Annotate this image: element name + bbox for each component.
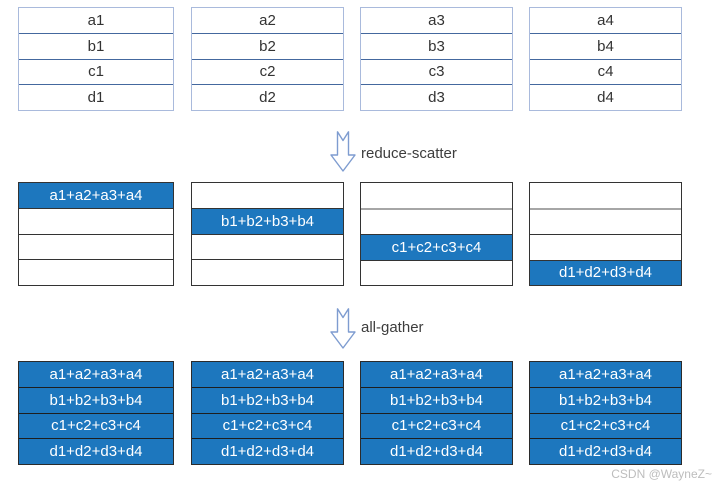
reduce-scatter-table-2: b1+b2+b3+b4 (191, 182, 344, 286)
empty-cell (19, 207, 173, 234)
sum-cell: a1+a2+a3+a4 (19, 362, 173, 387)
watermark: CSDN @WayneZ~ (611, 467, 712, 481)
sum-cell: c1+c2+c3+c4 (192, 412, 343, 439)
initial-table-3: a3 b3 c3 d3 (360, 7, 513, 111)
table-cell: a3 (428, 11, 445, 29)
table-cell: b4 (530, 32, 681, 59)
reduce-scatter-table-1: a1+a2+a3+a4 (18, 182, 174, 286)
sum-cell: b1+b2+b3+b4 (19, 386, 173, 413)
all-gather-table-4: a1+a2+a3+a4 b1+b2+b3+b4 c1+c2+c3+c4 d1+d… (529, 361, 682, 465)
table-cell: d1 (19, 84, 173, 110)
empty-cell (361, 183, 512, 208)
step-label-reduce-scatter: reduce-scatter (361, 145, 457, 162)
sum-cell: d1+d2+d3+d4 (19, 438, 173, 464)
table-cell: c3 (361, 58, 512, 85)
down-arrow-icon (330, 131, 356, 172)
sum-cell: a1+a2+a3+a4 (361, 362, 512, 387)
sum-cell: d1+d2+d3+d4 (192, 438, 343, 464)
sum-cell: b1+b2+b3+b4 (192, 207, 343, 234)
sum-cell: a1+a2+a3+a4 (19, 183, 173, 208)
empty-cell (19, 233, 173, 260)
table-cell: b1 (19, 32, 173, 59)
reduce-scatter-table-3: c1+c2+c3+c4 (360, 182, 513, 286)
sum-cell: d1+d2+d3+d4 (361, 438, 512, 464)
sum-cell: d1+d2+d3+d4 (530, 259, 681, 285)
empty-cell (192, 233, 343, 260)
table-cell: c4 (530, 58, 681, 85)
sum-cell: c1+c2+c3+c4 (530, 412, 681, 439)
empty-cell (530, 183, 681, 208)
sum-cell: b1+b2+b3+b4 (192, 386, 343, 413)
sum-cell: c1+c2+c3+c4 (361, 234, 512, 260)
empty-cell (192, 183, 343, 208)
sum-cell: a1+a2+a3+a4 (192, 362, 343, 387)
sum-cell: c1+c2+c3+c4 (19, 412, 173, 439)
table-cell: d4 (530, 84, 681, 110)
all-gather-table-1: a1+a2+a3+a4 b1+b2+b3+b4 c1+c2+c3+c4 d1+d… (18, 361, 174, 465)
sum-cell: c1+c2+c3+c4 (361, 412, 512, 439)
empty-cell (192, 259, 343, 285)
empty-cell (530, 207, 681, 235)
empty-cell (530, 234, 681, 260)
all-gather-table-3: a1+a2+a3+a4 b1+b2+b3+b4 c1+c2+c3+c4 d1+d… (360, 361, 513, 465)
reduce-scatter-table-4: d1+d2+d3+d4 (529, 182, 682, 286)
empty-cell (361, 207, 512, 235)
initial-table-2: a2 b2 c2 d2 (191, 7, 344, 111)
sum-cell: d1+d2+d3+d4 (530, 438, 681, 464)
table-cell: a1 (87, 11, 105, 29)
table-cell: a2 (259, 11, 276, 29)
table-cell: b2 (192, 32, 343, 59)
table-cell: b3 (361, 32, 512, 59)
all-gather-table-2: a1+a2+a3+a4 b1+b2+b3+b4 c1+c2+c3+c4 d1+d… (191, 361, 344, 465)
table-cell: a4 (597, 11, 614, 29)
down-arrow-icon (330, 308, 356, 349)
step-label-all-gather: all-gather (361, 319, 424, 336)
empty-cell (19, 259, 173, 285)
empty-cell (361, 259, 512, 286)
table-cell: d2 (192, 84, 343, 110)
initial-table-1: a1 b1 c1 d1 (18, 7, 174, 111)
initial-table-4: a4 b4 c4 d4 (529, 7, 682, 111)
table-cell: c2 (192, 58, 343, 85)
sum-cell: b1+b2+b3+b4 (530, 386, 681, 413)
sum-cell: b1+b2+b3+b4 (361, 386, 512, 413)
table-cell: d3 (361, 84, 512, 110)
table-cell: c1 (19, 58, 173, 85)
sum-cell: a1+a2+a3+a4 (530, 362, 681, 387)
